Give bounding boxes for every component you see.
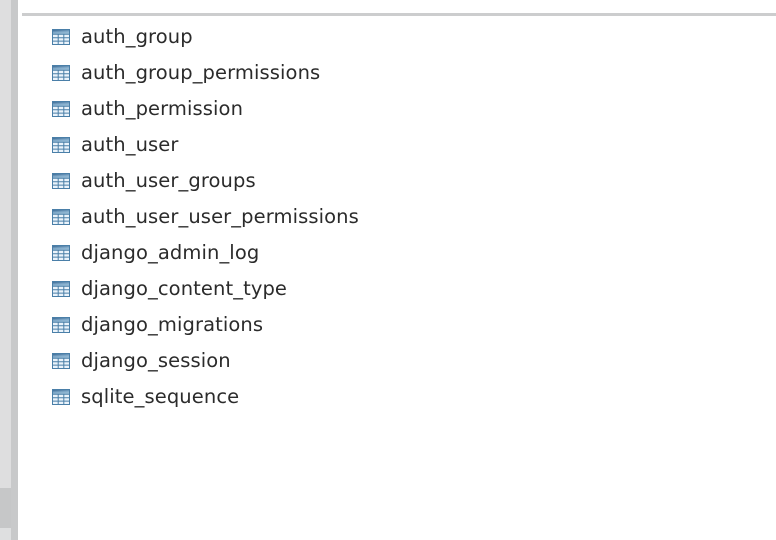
table-list-item-label: django_session (81, 348, 231, 372)
table-grid-icon (52, 281, 70, 297)
table-list-item-label: auth_user (81, 132, 179, 156)
table-grid-icon (52, 137, 70, 153)
table-grid-icon (52, 65, 70, 81)
table-list-item-label: sqlite_sequence (81, 384, 240, 408)
table-list-item-label: auth_user_groups (81, 168, 256, 192)
table-list-item-label: auth_user_user_permissions (81, 204, 359, 228)
table-list-item-label: auth_permission (81, 96, 244, 120)
database-tables-panel: auth_group auth_group_permissions auth_per… (20, 0, 776, 540)
scrollbar-track-bottom[interactable] (0, 528, 11, 540)
table-grid-icon (52, 101, 70, 117)
table-list-item[interactable]: auth_user_user_permissions (20, 199, 776, 235)
scrollbar-track[interactable] (0, 0, 11, 540)
table-list-item[interactable]: django_migrations (20, 307, 776, 343)
table-grid-icon (52, 245, 70, 261)
table-list-item-label: django_migrations (81, 312, 264, 336)
table-list-item-label: auth_group_permissions (81, 60, 321, 84)
table-list-item[interactable]: django_session (20, 343, 776, 379)
table-grid-icon (52, 29, 70, 45)
scrollbar-thumb[interactable] (0, 488, 11, 528)
table-list-item[interactable]: auth_user (20, 127, 776, 163)
table-list-item[interactable]: auth_group_permissions (20, 55, 776, 91)
table-list-item[interactable]: auth_permission (20, 91, 776, 127)
table-list-item[interactable]: django_content_type (20, 271, 776, 307)
database-table-list[interactable]: auth_group auth_group_permissions auth_per… (20, 19, 776, 415)
table-list-item-label: django_content_type (81, 276, 288, 300)
panel-top-divider (22, 13, 776, 16)
table-grid-icon (52, 353, 70, 369)
table-list-item[interactable]: sqlite_sequence (20, 379, 776, 415)
table-list-item[interactable]: auth_user_groups (20, 163, 776, 199)
table-list-item[interactable]: django_admin_log (20, 235, 776, 271)
table-grid-icon (52, 317, 70, 333)
table-grid-icon (52, 209, 70, 225)
left-gutter (0, 0, 20, 540)
table-list-item[interactable]: auth_group (20, 19, 776, 55)
table-grid-icon (52, 389, 70, 405)
scrollbar-divider-band (11, 0, 18, 540)
table-list-item-label: auth_group (81, 24, 193, 48)
table-list-item-label: django_admin_log (81, 240, 260, 264)
table-grid-icon (52, 173, 70, 189)
